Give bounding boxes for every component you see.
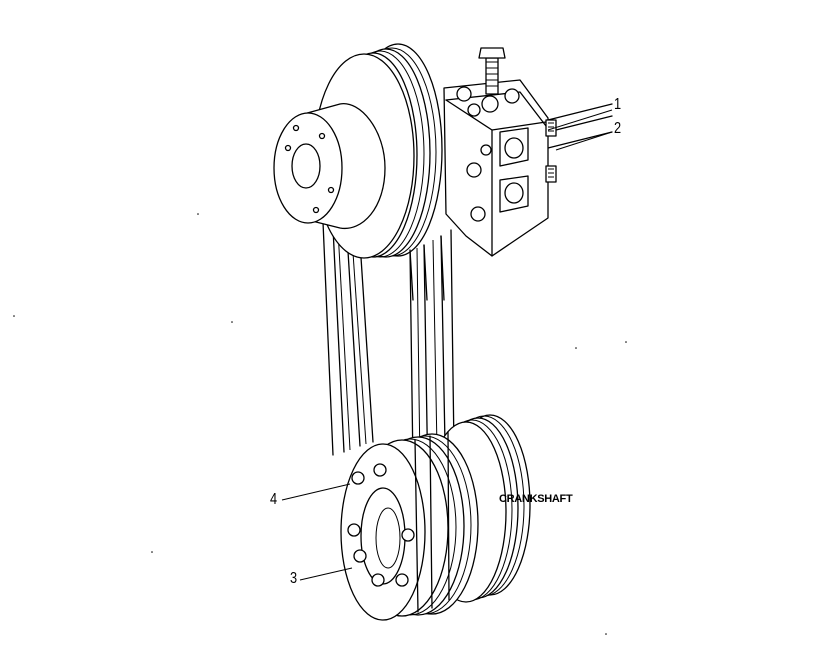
lower-pulley [340, 433, 479, 621]
belt-overlap-lower [414, 431, 450, 613]
scan-specks [13, 213, 627, 635]
idler-adjuster-bracket [443, 47, 613, 257]
callout-3: 3 [290, 570, 298, 587]
crankshaft-label: CRANKSHAFT [499, 493, 573, 505]
callout-2: 2 [614, 120, 622, 137]
callout-4: 4 [270, 491, 278, 508]
upper-pulley [273, 43, 443, 259]
leader-lines [281, 109, 613, 581]
callout-1: 1 [614, 96, 622, 113]
belt-overlap-upper [409, 235, 445, 301]
